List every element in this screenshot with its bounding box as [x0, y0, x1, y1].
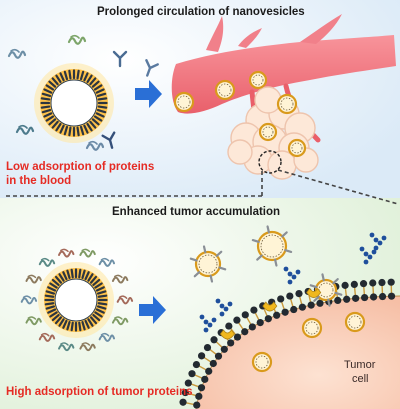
- bottom-panel-title: Enhanced tumor accumulation: [112, 206, 281, 218]
- nanovesicle-icon: [214, 79, 236, 101]
- receptor-icon: [262, 301, 278, 312]
- protein-icon: [79, 248, 96, 258]
- protein-icon: [116, 295, 134, 305]
- protein-icon: [20, 295, 38, 305]
- glycan-icon: [283, 266, 301, 285]
- protein-icon: [15, 124, 35, 135]
- nanovesicle-icon: [189, 245, 227, 283]
- top-caption-line1: Low adsorption of proteins: [6, 161, 155, 173]
- nanovesicle-icon: [287, 138, 307, 158]
- glycan-icon: [369, 232, 387, 251]
- protein-icon: [25, 316, 42, 326]
- nanovesicle-icon: [258, 122, 278, 142]
- circulating-nanovesicles: [173, 70, 307, 158]
- nanovesicle-icon: [344, 311, 366, 333]
- protein-icon: [25, 274, 42, 284]
- nanovesicle-icon: [309, 273, 343, 307]
- protein-icon: [85, 140, 105, 151]
- glycan-icon: [215, 298, 233, 317]
- tumor-accumulated-nanovesicles: [189, 225, 366, 373]
- protein-icon: [7, 48, 27, 59]
- receptor-icon: [219, 329, 235, 340]
- protein-icon: [111, 316, 129, 326]
- nanovesicle-icon: [301, 317, 323, 339]
- blue-arrow-icon: [135, 80, 162, 108]
- antibody-icon: [101, 131, 116, 149]
- glycan-icon: [199, 314, 217, 333]
- tumor-cell-label-line1: Tumor: [344, 359, 376, 371]
- protein-icon: [98, 257, 116, 267]
- antibody-icon: [145, 59, 159, 77]
- protein-icon: [38, 332, 56, 342]
- protein-icon: [67, 34, 87, 45]
- protein-icon: [79, 342, 96, 352]
- tumor-cell-label-line2: cell: [352, 373, 369, 385]
- bottom-caption: High adsorption of tumor proteins: [6, 386, 193, 398]
- nanovesicle-icon: [248, 70, 268, 90]
- blood-proteins: [7, 34, 159, 151]
- protein-icon: [58, 248, 75, 258]
- nanovesicle-icon: [251, 351, 273, 373]
- protein-icon: [111, 274, 129, 284]
- top-nanovesicle: [34, 63, 114, 143]
- glycan-icon: [359, 246, 377, 265]
- receptor-icon: [306, 287, 322, 298]
- antibody-icon: [112, 50, 128, 68]
- nanovesicle-icon: [173, 91, 195, 113]
- nanovesicle-icon: [251, 225, 293, 267]
- protein-icon: [38, 257, 56, 267]
- zoom-indicator: [258, 150, 282, 174]
- tumor-receptors: [199, 232, 387, 340]
- top-panel-title: Prolonged circulation of nanovesicles: [97, 6, 305, 18]
- protein-corona-nanovesicle: [38, 262, 114, 338]
- protein-icon: [98, 332, 116, 342]
- tumor-proteins: [20, 248, 134, 352]
- protein-icon: [58, 342, 75, 352]
- top-caption-line2: in the blood: [6, 175, 72, 187]
- nanovesicle-icon: [276, 93, 298, 115]
- blue-arrow-icon: [139, 296, 166, 324]
